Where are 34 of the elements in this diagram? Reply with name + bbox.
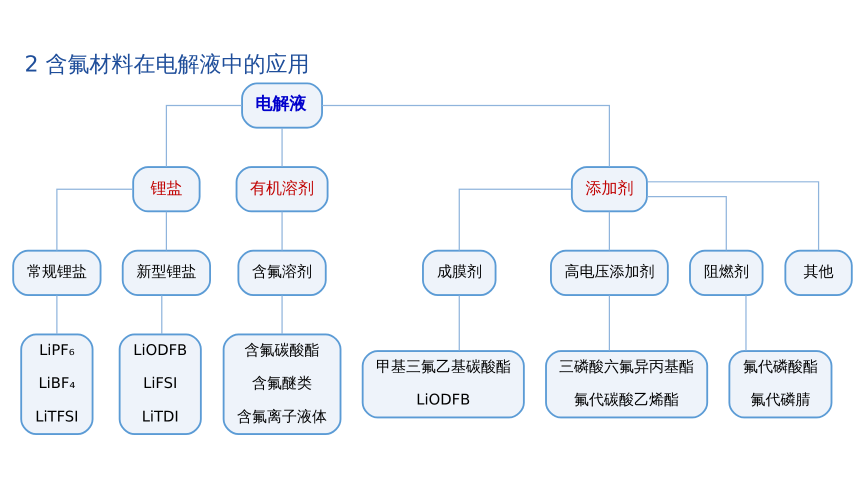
node-box: 成膜剂 <box>422 250 496 296</box>
connector <box>281 212 283 250</box>
connector <box>281 295 283 334</box>
node-box: LiPF₆ LiBF₄ LiTFSI <box>20 333 94 435</box>
connector <box>281 128 283 167</box>
connector <box>322 104 610 167</box>
node-box: 添加剂 <box>570 166 648 212</box>
node-box: 含氟碳酸酯 含氟醚类 含氟离子液体 <box>222 333 342 435</box>
node-box: 含氟溶剂 <box>237 250 327 296</box>
node-box: 甲基三氟乙基碳酸酯 LiODFB <box>362 350 525 418</box>
node-box: 有机溶剂 <box>236 166 329 212</box>
node-box: 氟代磷酸酯 氟代磷腈 <box>728 350 832 418</box>
node-box: 新型锂盐 <box>122 250 211 296</box>
node-box: 电解液 <box>241 82 323 129</box>
connector <box>647 196 727 250</box>
diagram-title: 2 含氟材料在电解液中的应用 <box>24 52 310 78</box>
node-box: 三磷酸六氟异丙基酯 氟代碳酸乙烯酯 <box>545 350 708 418</box>
connector <box>161 295 162 334</box>
node-box: 高电压添加剂 <box>550 250 669 296</box>
connector <box>166 104 242 167</box>
connector <box>458 295 460 351</box>
connector <box>56 188 133 250</box>
connector <box>458 188 572 250</box>
node-box: 其他 <box>784 250 853 296</box>
connector <box>608 212 610 250</box>
node-box: LiODFB LiFSI LiTDI <box>118 333 202 435</box>
node-box: 阻燃剂 <box>689 250 764 296</box>
connector <box>608 295 610 351</box>
connector <box>166 212 168 250</box>
node-box: 常规锂盐 <box>12 250 102 296</box>
connector <box>56 295 58 334</box>
connector <box>647 181 820 250</box>
connector <box>745 295 747 351</box>
node-box: 锂盐 <box>132 166 201 212</box>
